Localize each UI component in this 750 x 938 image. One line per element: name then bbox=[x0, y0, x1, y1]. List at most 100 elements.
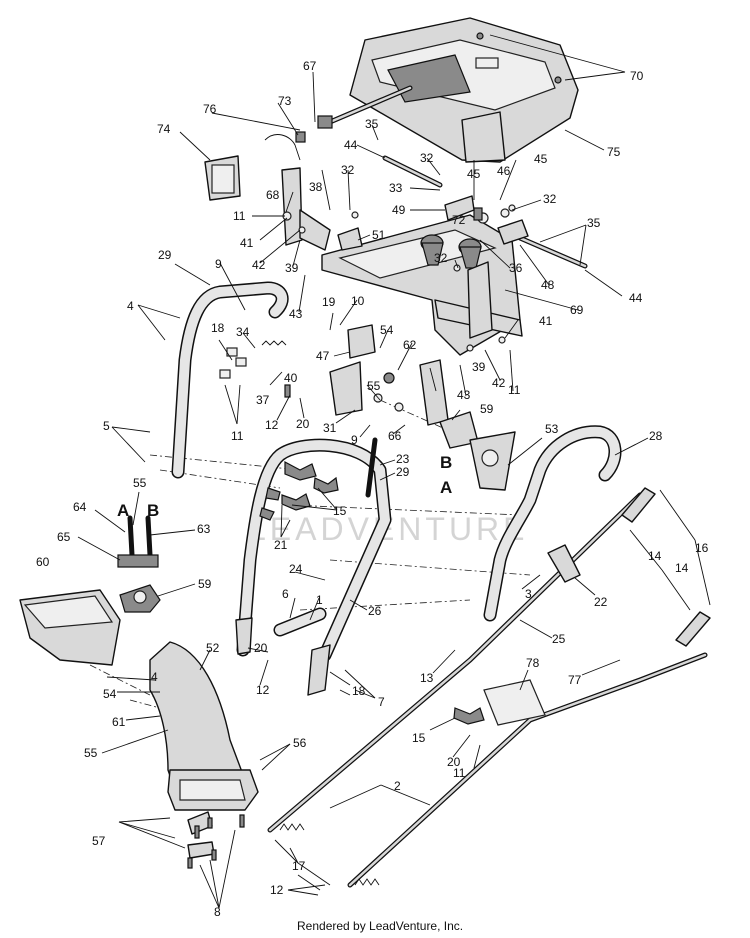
callout-11: 11 bbox=[508, 383, 521, 397]
callout-17: 17 bbox=[292, 859, 306, 873]
callout-4: 4 bbox=[151, 670, 158, 684]
callout-36: 36 bbox=[509, 261, 523, 275]
callout-8: 8 bbox=[214, 905, 221, 919]
callout-57: 57 bbox=[92, 834, 106, 848]
chute-hardware bbox=[187, 811, 245, 869]
levers bbox=[329, 324, 449, 426]
auger-springs bbox=[279, 823, 380, 886]
callout-32: 32 bbox=[434, 251, 448, 265]
callout-42: 42 bbox=[492, 376, 506, 390]
callout-44: 44 bbox=[344, 138, 358, 152]
upper-handle-left bbox=[171, 281, 289, 479]
callout-5: 5 bbox=[103, 419, 110, 433]
grips bbox=[621, 487, 711, 647]
callout-73: 73 bbox=[278, 94, 292, 108]
screw bbox=[476, 32, 484, 40]
callout-3: 3 bbox=[525, 587, 532, 601]
knob bbox=[453, 707, 485, 725]
callout-59: 59 bbox=[198, 577, 212, 591]
callout-12: 12 bbox=[265, 418, 279, 432]
callout-25: 25 bbox=[552, 632, 566, 646]
callout-41: 41 bbox=[539, 314, 553, 328]
callout-16: 16 bbox=[695, 541, 709, 555]
callout-26: 26 bbox=[368, 604, 382, 618]
callout-68: 68 bbox=[266, 188, 280, 202]
callout-32: 32 bbox=[543, 192, 557, 206]
callout-78: 78 bbox=[526, 656, 540, 670]
rod bbox=[365, 437, 378, 498]
control-panel bbox=[349, 17, 579, 163]
callout-65: 65 bbox=[57, 530, 71, 544]
callout-14: 14 bbox=[675, 561, 689, 575]
callout-15: 15 bbox=[412, 731, 426, 745]
callout-15: 15 bbox=[333, 504, 347, 518]
callout-43: 43 bbox=[457, 388, 471, 402]
wire-harness bbox=[264, 134, 301, 161]
callout-labels: 1 2 3 4 4 5 6 7 8 9 9 10 11 11 11 11 12 … bbox=[36, 59, 709, 919]
spring bbox=[219, 340, 291, 398]
callout-12: 12 bbox=[256, 683, 270, 697]
callout-11: 11 bbox=[453, 766, 466, 780]
callout-51: 51 bbox=[372, 228, 386, 242]
callout-18: 18 bbox=[352, 684, 366, 698]
callout-55: 55 bbox=[133, 476, 147, 490]
callout-38: 38 bbox=[309, 180, 323, 194]
callout-67: 67 bbox=[303, 59, 317, 73]
callout-20: 20 bbox=[296, 417, 310, 431]
section-letter-b: B bbox=[440, 453, 452, 472]
callout-18: 18 bbox=[211, 321, 225, 335]
callout-19: 19 bbox=[322, 295, 336, 309]
callout-12: 12 bbox=[270, 883, 284, 897]
callout-35: 35 bbox=[365, 117, 379, 131]
callout-39: 39 bbox=[285, 261, 299, 275]
callout-35: 35 bbox=[587, 216, 601, 230]
callout-54: 54 bbox=[380, 323, 394, 337]
screw bbox=[554, 76, 562, 84]
callout-59: 59 bbox=[480, 402, 494, 416]
callout-62: 62 bbox=[403, 338, 417, 352]
callout-32: 32 bbox=[420, 151, 434, 165]
callout-60: 60 bbox=[36, 555, 50, 569]
callout-44: 44 bbox=[629, 291, 643, 305]
callout-52: 52 bbox=[206, 641, 220, 655]
callout-75: 75 bbox=[607, 145, 621, 159]
callout-11: 11 bbox=[231, 429, 244, 443]
cross-bar bbox=[273, 607, 327, 637]
callout-33: 33 bbox=[389, 181, 403, 195]
callout-76: 76 bbox=[203, 102, 217, 116]
callout-2: 2 bbox=[394, 779, 401, 793]
callout-46: 46 bbox=[497, 164, 511, 178]
callout-9: 9 bbox=[215, 257, 222, 271]
mount-plate bbox=[483, 679, 546, 726]
section-letter-b: B bbox=[147, 501, 159, 520]
cable-ends bbox=[117, 515, 159, 568]
callout-34: 34 bbox=[236, 325, 250, 339]
bulb bbox=[295, 131, 306, 143]
section-letter-a: A bbox=[117, 501, 129, 520]
callout-21: 21 bbox=[274, 538, 288, 552]
callout-53: 53 bbox=[545, 422, 559, 436]
callout-1: 1 bbox=[316, 593, 323, 607]
hardware bbox=[282, 195, 529, 352]
callout-14: 14 bbox=[648, 549, 662, 563]
callout-49: 49 bbox=[392, 203, 406, 217]
callout-7: 7 bbox=[378, 695, 385, 709]
callout-13: 13 bbox=[420, 671, 434, 685]
callout-66: 66 bbox=[388, 429, 402, 443]
callout-47: 47 bbox=[316, 349, 330, 363]
discharge-chute bbox=[149, 641, 259, 811]
callout-69: 69 bbox=[570, 303, 584, 317]
callout-56: 56 bbox=[293, 736, 307, 750]
callout-20: 20 bbox=[254, 641, 268, 655]
callout-55: 55 bbox=[84, 746, 98, 760]
lower-handle bbox=[235, 438, 392, 696]
leader-lines bbox=[77, 34, 711, 909]
shift-rods bbox=[267, 492, 708, 888]
callout-61: 61 bbox=[112, 715, 126, 729]
callout-42: 42 bbox=[252, 258, 266, 272]
shift-plate bbox=[439, 411, 516, 491]
callout-39: 39 bbox=[472, 360, 486, 374]
callout-63: 63 bbox=[197, 522, 211, 536]
callout-31: 31 bbox=[323, 421, 337, 435]
light-bracket bbox=[281, 167, 331, 251]
